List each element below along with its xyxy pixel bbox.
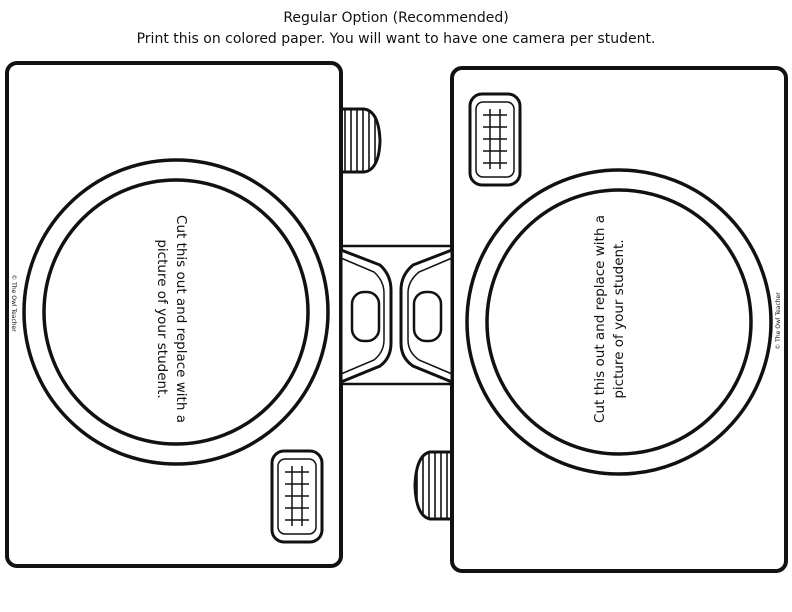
left-shutter-grip [337, 107, 382, 174]
right-clip-slot [412, 290, 443, 343]
page-title: Regular Option (Recommended) [283, 10, 509, 26]
right-lens-line-1: Cut this out and replace with a [592, 215, 608, 423]
right-lens-instruction: Cut this out and replace with a picture … [582, 209, 638, 429]
left-lens-line-2: picture of your student. [154, 239, 170, 399]
camera-right [399, 66, 788, 573]
page-header: Regular Option (Recommended) Print this … [0, 8, 792, 50]
left-copyright: © The Owl Teacher [10, 274, 17, 332]
right-shutter-grip [413, 450, 457, 521]
page-instructions: Print this on colored paper. You will wa… [136, 31, 656, 47]
left-lens-inner-ring [42, 178, 310, 446]
right-copyright: © The Owl Teacher [775, 292, 782, 350]
right-lens-inner-ring [485, 188, 753, 456]
right-lens-line-2: picture of your student. [611, 239, 627, 399]
camera-left [5, 61, 393, 568]
left-lens-line-1: Cut this out and replace with a [173, 215, 189, 423]
left-lens-instruction: Cut this out and replace with a picture … [143, 209, 199, 429]
left-clip-slot [350, 290, 381, 343]
